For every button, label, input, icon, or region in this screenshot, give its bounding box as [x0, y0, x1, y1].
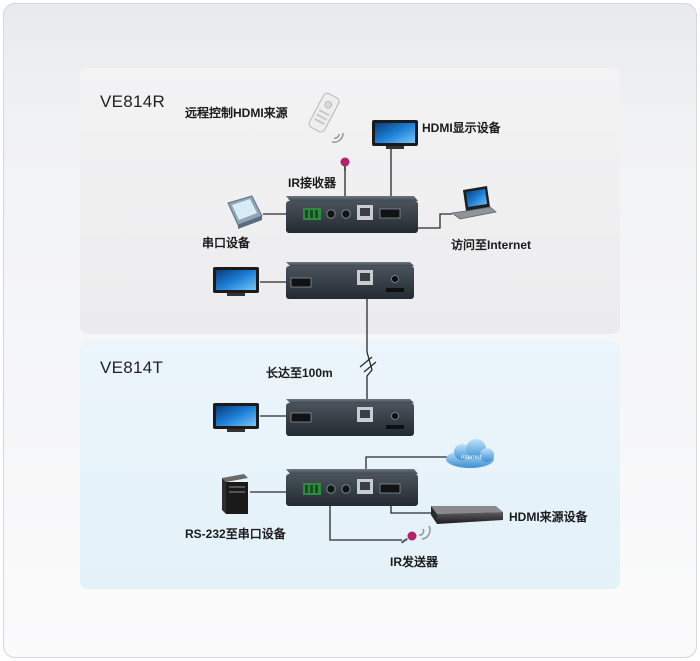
pc-tower-icon: [222, 474, 248, 514]
receiver-title: VE814R: [100, 92, 166, 111]
distance-label: 长达至100m: [266, 366, 333, 380]
laptop-icon: [450, 186, 497, 220]
cloud-label: Internet: [461, 455, 482, 461]
ir-receiver-label: IR接收器: [288, 176, 337, 190]
break-mark: [359, 356, 377, 373]
ir-emitter-label: IR发送器: [390, 555, 439, 569]
rs232-label: RS-232至串口设备: [185, 527, 286, 541]
hdmi-source-label: HDMI来源设备: [509, 510, 588, 524]
ir-emitter-icon: [400, 531, 417, 544]
serial-label: 串口设备: [202, 236, 251, 250]
display-label: HDMI显示设备: [422, 121, 501, 135]
ir-receiver-icon: [340, 157, 350, 171]
cloud-icon: [446, 439, 494, 468]
remote-label: 远程控制HDMI来源: [185, 106, 288, 120]
hdmi-source-icon: [431, 506, 503, 524]
display-3-icon: [213, 403, 259, 432]
transmitter-unit-bottom: [286, 469, 418, 506]
remote-icon: [308, 92, 340, 133]
internet-label: 访问至Internet: [451, 238, 532, 252]
remote-wave-icon: [331, 132, 344, 144]
transmitter-title: VE814T: [100, 358, 164, 377]
ir-emitter-cable: [329, 497, 402, 541]
transmitter-unit-top: [286, 399, 414, 436]
transmitter-panel: [80, 341, 620, 589]
receiver-unit-bottom: [286, 262, 414, 299]
display-icon: [372, 120, 418, 149]
cat5-cable: [366, 285, 373, 404]
display-2-icon: [213, 267, 259, 296]
emitter-wave-icon: [418, 525, 431, 540]
serial-device-icon: [227, 195, 263, 229]
receiver-unit-top: [286, 196, 418, 233]
